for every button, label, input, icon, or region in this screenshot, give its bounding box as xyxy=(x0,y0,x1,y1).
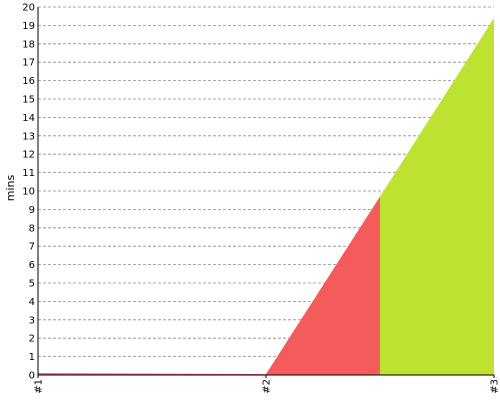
y-tick-label: 19 xyxy=(22,21,35,32)
y-tick-label: 12 xyxy=(22,150,35,161)
y-tick-label: 13 xyxy=(22,131,35,142)
y-tick-label: 11 xyxy=(22,168,35,179)
y-tick-label: 10 xyxy=(22,187,35,198)
y-tick-label: 20 xyxy=(22,3,35,14)
y-tick-label: 17 xyxy=(22,58,35,69)
y-tick-label: 2 xyxy=(29,334,35,345)
y-axis-title: mins xyxy=(4,174,17,201)
area-series-2 xyxy=(380,18,494,375)
x-tick-label: #3 xyxy=(490,379,500,394)
x-tick-label: #1 xyxy=(34,379,45,394)
y-tick-label: 7 xyxy=(29,242,35,253)
y-tick-label: 0 xyxy=(29,371,35,382)
y-tick-label: 16 xyxy=(22,76,35,87)
y-tick-label: 8 xyxy=(29,223,35,234)
x-tick-labels: #1 #2 #3 xyxy=(34,375,500,394)
y-tick-label: 9 xyxy=(29,205,35,216)
y-tick-label: 1 xyxy=(29,352,35,363)
area-series-1 xyxy=(38,196,380,375)
y-tick-label: 6 xyxy=(29,260,35,271)
y-tick-label: 3 xyxy=(29,315,35,326)
series-group xyxy=(37,18,495,375)
y-tick-label: 18 xyxy=(22,39,35,50)
y-tick-label: 15 xyxy=(22,95,35,106)
x-tick-label: #2 xyxy=(262,379,273,394)
y-tick-label: 14 xyxy=(22,113,35,124)
y-tick-label: 5 xyxy=(29,279,35,290)
y-tick-label: 4 xyxy=(29,297,35,308)
